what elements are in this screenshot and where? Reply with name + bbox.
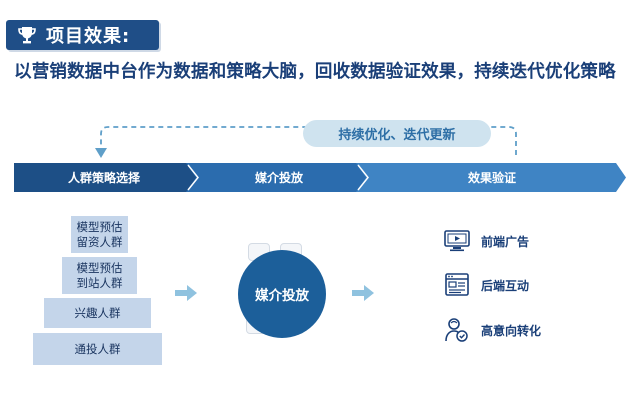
page-title: 项目效果: xyxy=(46,26,131,47)
pyramid-tier-1: 模型预估 留资人群 xyxy=(71,216,128,253)
arrow-right-icon xyxy=(352,285,374,301)
trophy-icon xyxy=(14,22,40,48)
media-placement-node: 媒介投放 xyxy=(238,250,326,338)
outcome-label: 前端广告 xyxy=(481,234,530,249)
web-page-icon xyxy=(443,273,471,297)
loop-label: 持续优化、迭代更新 xyxy=(303,120,491,147)
pyramid-tier-4: 通投人群 xyxy=(33,333,162,365)
outcome-frontend-ads: 前端广告 xyxy=(443,229,529,253)
pyramid-tier-2: 模型预估 到站人群 xyxy=(62,257,137,294)
stage-3-shape xyxy=(356,163,626,192)
arrow-right-icon xyxy=(175,285,197,301)
outcome-label: 高意向转化 xyxy=(481,323,542,338)
process-bar xyxy=(14,163,626,192)
stage-2-shape xyxy=(186,163,370,192)
stage-1-shape xyxy=(14,163,200,192)
stage-2-label: 媒介投放 xyxy=(254,171,303,185)
headline: 以营销数据中台作为数据和策略大脑，回收数据验证效果，持续迭代优化策略 xyxy=(14,62,616,82)
outcome-backend-interaction: 后端互动 xyxy=(443,273,529,297)
stage-3-label: 效果验证 xyxy=(467,171,516,185)
feedback-loop-arrow xyxy=(95,126,517,158)
outcome-high-intent-conversion: 高意向转化 xyxy=(443,318,541,342)
title-badge: 项目效果: xyxy=(6,20,159,50)
pyramid-tier-3: 兴趣人群 xyxy=(44,298,151,328)
stage-1-label: 人群策略选择 xyxy=(67,171,140,185)
monitor-play-icon xyxy=(443,229,471,253)
user-conversion-icon xyxy=(443,318,471,342)
outcome-label: 后端互动 xyxy=(481,278,530,293)
